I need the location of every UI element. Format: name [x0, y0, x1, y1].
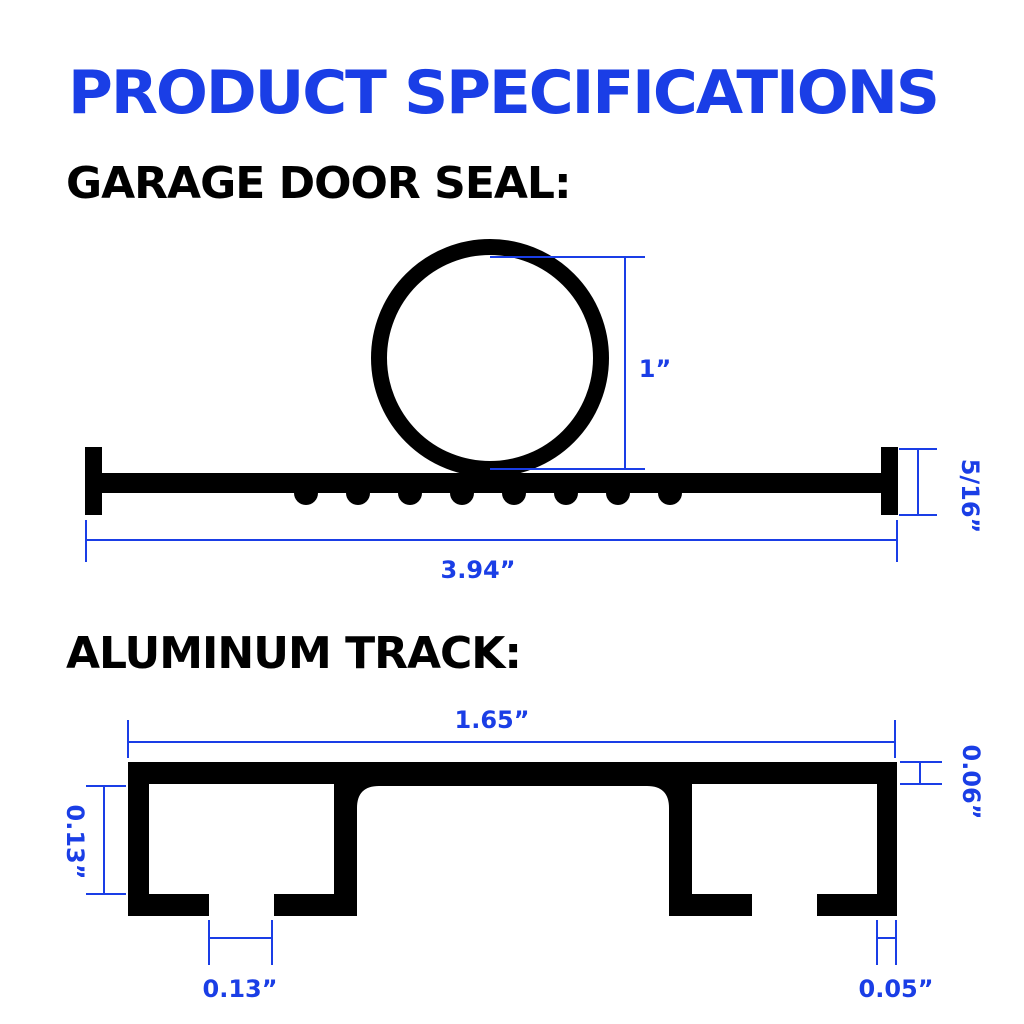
seal-profile	[85, 239, 898, 515]
seal-rib	[554, 481, 578, 505]
seal-right-flange	[881, 447, 898, 515]
seal-rib	[398, 481, 422, 505]
seal-dimension-lines	[85, 256, 937, 562]
track-dimension-lines	[86, 720, 942, 965]
seal-section-title: GARAGE DOOR SEAL:	[66, 158, 572, 209]
seal-rib	[658, 481, 682, 505]
seal-left-flange	[85, 447, 102, 515]
track-section-title: ALUMINUM TRACK:	[66, 628, 522, 679]
seal-base-strip	[90, 473, 898, 493]
seal-bulb	[371, 239, 609, 477]
seal-rib	[346, 481, 370, 505]
seal-overall-width-label: 3.94”	[441, 556, 516, 584]
seal-rib	[450, 481, 474, 505]
track-overall-width-label: 1.65”	[455, 706, 530, 734]
track-profile	[128, 762, 897, 916]
seal-grip-ribs	[294, 481, 682, 505]
seal-bulb-diameter-label: 1”	[639, 355, 671, 383]
track-wall-thickness-label: 0.06”	[957, 745, 985, 820]
seal-rib	[606, 481, 630, 505]
seal-flange-height-label: 5/16”	[956, 459, 984, 534]
seal-rib	[294, 481, 318, 505]
page-title: PRODUCT SPECIFICATIONS	[68, 58, 940, 128]
seal-rib	[502, 481, 526, 505]
track-lip-thickness-label: 0.05”	[859, 975, 934, 1003]
track-slot-opening-label: 0.13”	[203, 975, 278, 1003]
track-channel-height-label: 0.13”	[61, 805, 89, 880]
